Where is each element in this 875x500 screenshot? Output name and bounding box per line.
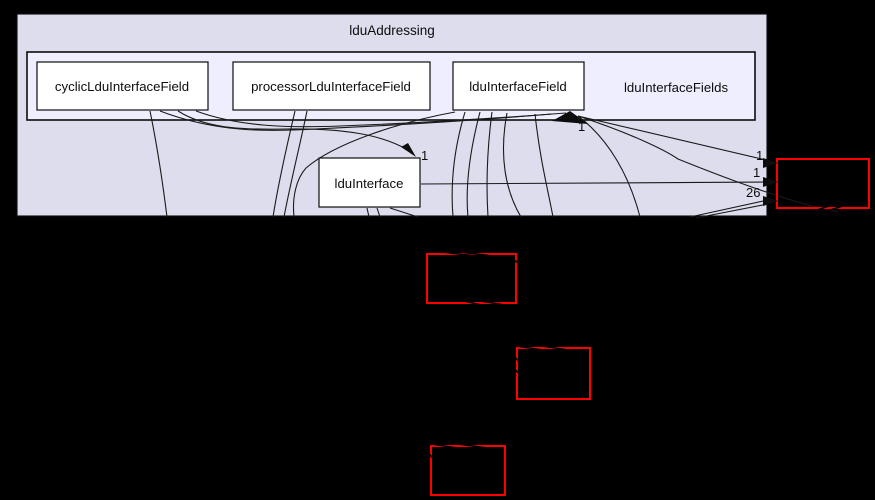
arrowhead-group bbox=[401, 111, 778, 206]
edge bbox=[177, 110, 409, 151]
edge bbox=[292, 111, 456, 218]
inner-cluster-label: lduInterfaceFields bbox=[624, 80, 728, 95]
edge-count-into-lduInterfaceField[interactable]: 1 bbox=[578, 119, 585, 134]
edge-count-right-middle[interactable]: 1 bbox=[753, 165, 760, 180]
edge-count-into-lduInterface[interactable]: 1 bbox=[421, 148, 428, 163]
node-lduInterfaceField[interactable] bbox=[452, 61, 585, 111]
edge bbox=[389, 207, 419, 218]
edge-gap bbox=[424, 449, 439, 464]
edge bbox=[486, 111, 493, 218]
arrowhead-into-lduInterfaceField bbox=[552, 111, 588, 124]
edge-gap-overlays bbox=[424, 201, 853, 464]
edge-gap bbox=[805, 201, 841, 215]
outer-cluster-title[interactable]: lduAddressing bbox=[349, 23, 435, 38]
node-cyclicLduInterfaceField-label[interactable]: cyclicLduInterfaceField bbox=[55, 79, 189, 94]
edge-gap bbox=[511, 353, 524, 367]
edge bbox=[149, 110, 168, 218]
edge bbox=[577, 115, 771, 162]
node-lduInterfaceField-label[interactable]: lduInterfaceField bbox=[469, 79, 567, 94]
edge-gap bbox=[444, 249, 501, 258]
node-cyclicLduInterfaceField[interactable] bbox=[36, 61, 209, 111]
edge-gap bbox=[534, 344, 576, 352]
edge-group bbox=[149, 110, 839, 219]
node-lduInterface-label[interactable]: lduInterface bbox=[335, 176, 404, 191]
edge-count-right-bottom[interactable]: 26 bbox=[746, 185, 760, 200]
edge bbox=[420, 181, 771, 185]
edge bbox=[272, 110, 296, 218]
edge-label-group: 1 1 1 1 26 bbox=[421, 119, 763, 200]
edge bbox=[534, 113, 554, 218]
edge bbox=[466, 111, 481, 218]
edge bbox=[159, 110, 553, 131]
edge bbox=[689, 199, 769, 218]
node-lduInterface[interactable] bbox=[318, 157, 421, 208]
arrowhead-right-top bbox=[763, 158, 778, 168]
edge-count-right-top[interactable]: 1 bbox=[756, 148, 763, 163]
edge-gap bbox=[424, 442, 471, 451]
arrowhead-right-bottom bbox=[763, 196, 778, 206]
edge-gap bbox=[474, 299, 511, 307]
node-processorLduInterfaceField-label[interactable]: processorLduInterfaceField bbox=[251, 79, 411, 94]
edge-gap bbox=[509, 257, 525, 267]
edge-gap bbox=[817, 202, 853, 215]
edge bbox=[577, 115, 641, 218]
node-processorLduInterfaceField[interactable] bbox=[232, 61, 431, 111]
arrowhead-into-lduInterface bbox=[401, 143, 416, 157]
edge bbox=[366, 207, 370, 218]
edge bbox=[502, 112, 522, 218]
edge-gap bbox=[510, 365, 523, 377]
node-group: cyclicLduInterfaceField processorLduInte… bbox=[36, 61, 585, 208]
edge bbox=[577, 115, 839, 213]
edge-gap bbox=[509, 344, 556, 353]
edge-gap bbox=[454, 298, 491, 308]
edge bbox=[451, 111, 466, 218]
edge-gap bbox=[449, 442, 496, 450]
arrowhead-right-middle bbox=[763, 177, 778, 187]
edge-gap bbox=[432, 250, 486, 258]
edge bbox=[376, 207, 381, 218]
edge bbox=[695, 203, 769, 219]
edge bbox=[283, 110, 308, 218]
